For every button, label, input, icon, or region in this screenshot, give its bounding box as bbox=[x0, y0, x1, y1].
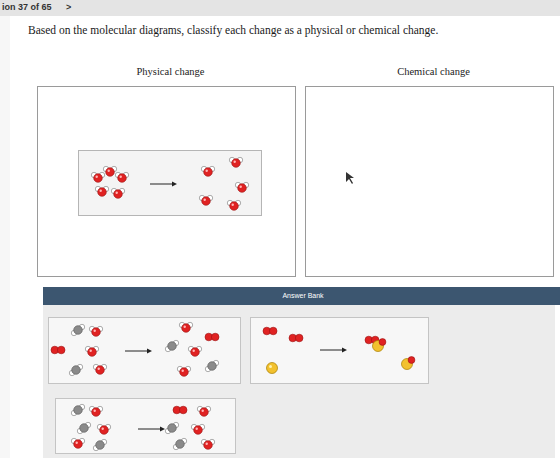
next-chevron: > bbox=[66, 2, 71, 12]
answer-bank-bar: Answer Bank bbox=[43, 287, 560, 305]
instruction-text: Based on the molecular diagrams, classif… bbox=[28, 24, 438, 36]
zone-heading: Physical change bbox=[37, 66, 304, 78]
question-counter: ion 37 of 65 bbox=[2, 2, 52, 12]
zone-heading: Chemical change bbox=[305, 66, 560, 78]
bar-title: Answer Bank bbox=[43, 287, 560, 305]
drop-zone: Chemical change bbox=[305, 66, 560, 84]
drop-zone: Physical change bbox=[37, 66, 304, 84]
